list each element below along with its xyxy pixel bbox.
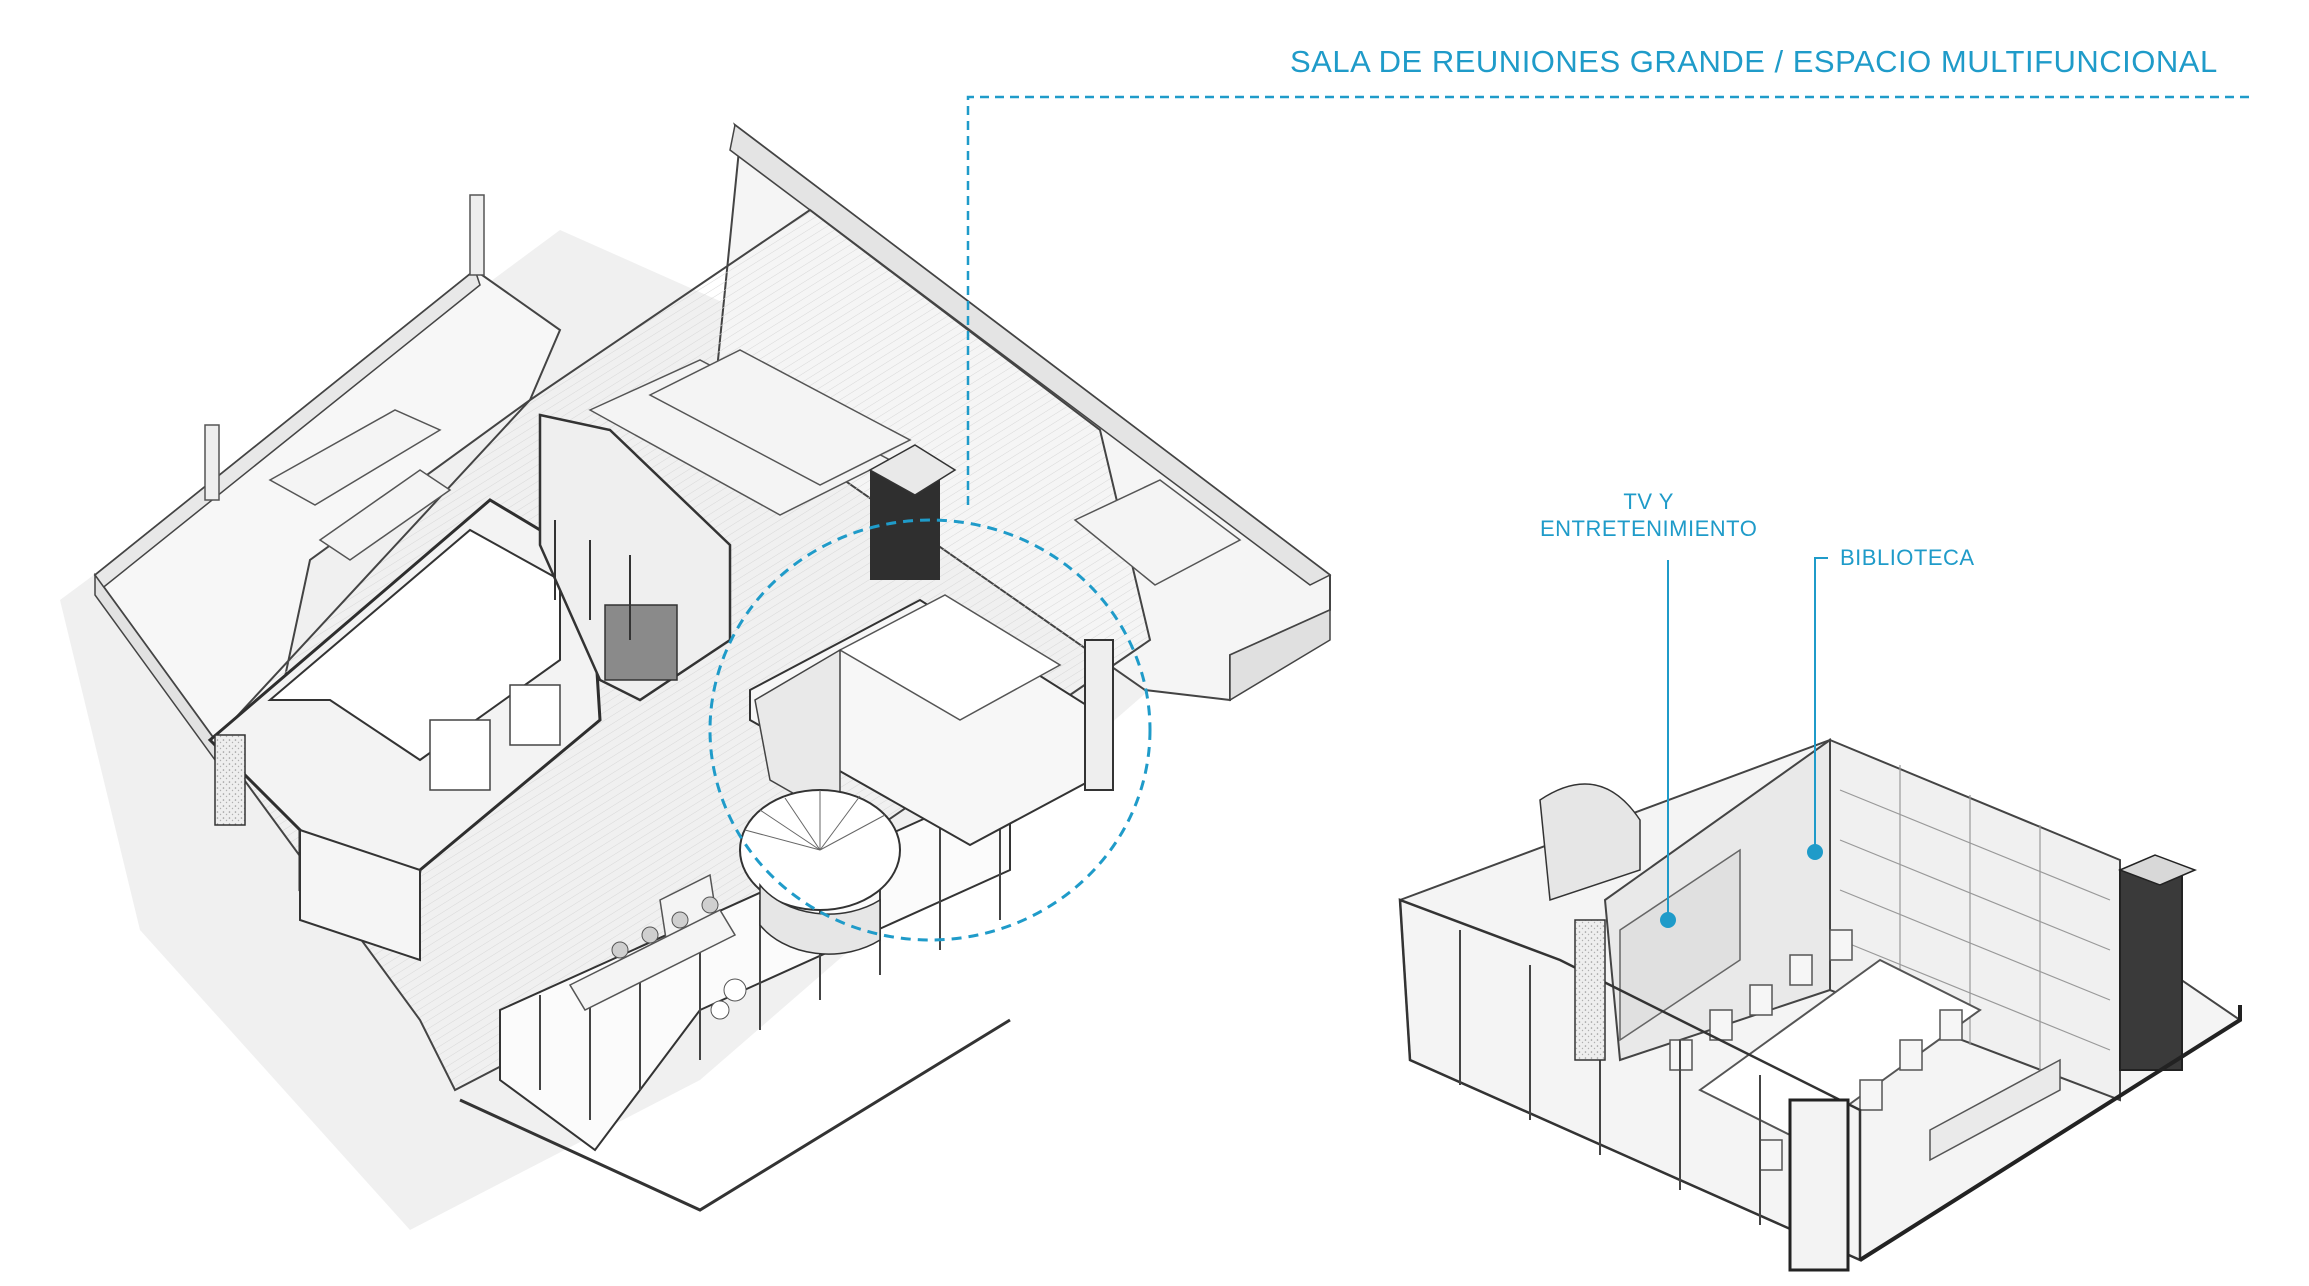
dark-column xyxy=(2119,869,2183,1071)
central-wc-block xyxy=(538,413,732,702)
biblioteca-label: BIBLIOTECA xyxy=(1840,545,1975,570)
biblioteca-marker xyxy=(1807,844,1823,860)
detail-glass-facade xyxy=(1398,898,1862,1262)
conference-table xyxy=(1698,958,1982,1142)
meeting-room-detail-axonometric xyxy=(1398,738,2242,1272)
tv-label: TV Y ENTRETENIMIENTO xyxy=(1540,488,1757,542)
tv-label-line-1: TV Y xyxy=(1623,489,1674,514)
biblioteca-leader-line xyxy=(1814,557,1828,852)
title-leader-line xyxy=(966,95,2250,505)
spiral-stair xyxy=(739,789,901,955)
diagram-title: SALA DE REUNIONES GRANDE / ESPACIO MULTI… xyxy=(1290,44,2218,79)
tv-marker xyxy=(1660,912,1676,928)
floor-plan-axonometric xyxy=(60,122,1332,1230)
tv-label-line-2: ENTRETENIMIENTO xyxy=(1540,516,1758,541)
highlight-circle xyxy=(708,518,1152,942)
office-desks xyxy=(268,349,1242,1011)
